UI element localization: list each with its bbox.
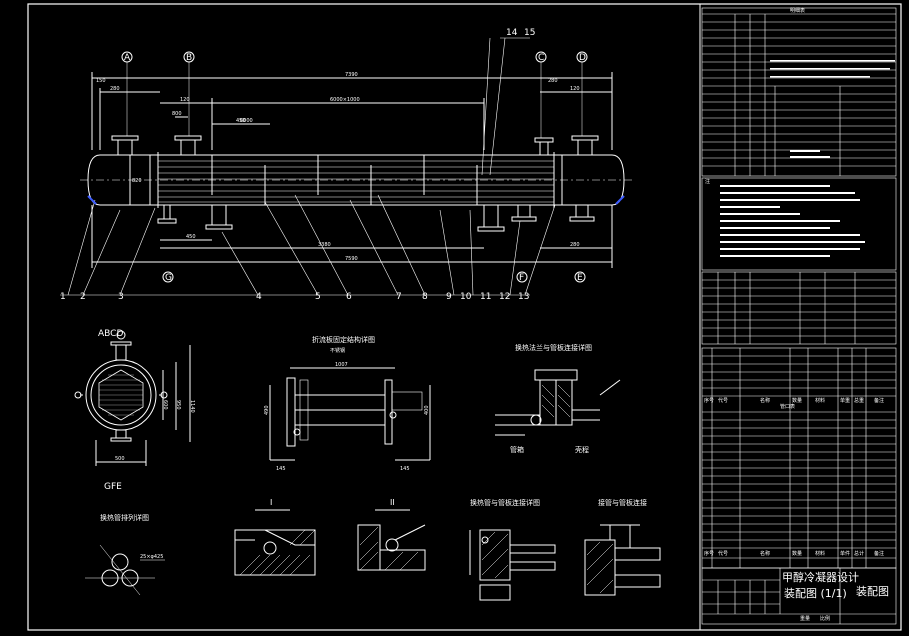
baffle-dim-left: 490 <box>264 405 270 415</box>
parts-header2-code: 代号 <box>718 550 728 557</box>
parts-header-name: 名称 <box>760 397 770 404</box>
weld-i-roman: I <box>270 498 272 507</box>
parts-header-remark: 备注 <box>874 397 884 404</box>
parts-header2-remark: 备注 <box>874 550 884 557</box>
part-number-4: 4 <box>256 292 262 302</box>
drawing-title-line1: 甲醇冷凝器设计 <box>782 570 859 584</box>
section-letters-top: ABCD <box>98 329 123 339</box>
part-number-15: 15 <box>524 28 535 38</box>
parts-header-qty: 数量 <box>792 397 802 404</box>
part-number-11: 11 <box>480 292 491 302</box>
part-number-8: 8 <box>422 292 428 302</box>
tube-sheet-detail <box>469 529 556 601</box>
note-header-2: 明细表 <box>790 7 805 14</box>
parts-header2-total: 总计 <box>854 550 864 557</box>
tube-layout-note: 25×φ425 <box>140 554 163 560</box>
part-number-6: 6 <box>346 292 352 302</box>
parts-header-mat: 材料 <box>815 397 825 404</box>
part-number-12: 12 <box>499 292 510 302</box>
section-view <box>74 330 191 466</box>
parts-header2-name: 名称 <box>760 550 770 557</box>
part-number-3: 3 <box>118 292 124 302</box>
baffle-dim-right: 400 <box>424 405 430 415</box>
weld-detail-ii <box>357 509 426 571</box>
dim-overall: 7390 <box>345 72 358 78</box>
parts-header2-mat: 材料 <box>815 550 825 557</box>
part-number-7: 7 <box>396 292 402 302</box>
weld-ii-roman: II <box>390 498 395 507</box>
part-number-2: 2 <box>80 292 86 302</box>
part-number-9: 9 <box>446 292 452 302</box>
dim-right-small: 280 <box>548 78 558 84</box>
section-dim-h2: 950 <box>175 400 181 410</box>
title-block <box>701 7 897 625</box>
tube-sheet-detail-title: 换热管与管板连接详图 <box>470 498 540 507</box>
weight-label: 重量 <box>800 615 810 622</box>
baffle-dim-br: 145 <box>400 466 410 472</box>
scale-label: 比例 <box>820 615 830 622</box>
flange-detail-title: 换热法兰与管板连接详图 <box>515 343 592 352</box>
part-number-5: 5 <box>315 292 321 302</box>
dim-foot-right: 280 <box>570 242 580 248</box>
flange-label-left: 管箱 <box>510 445 524 454</box>
parts-header2-unit: 单件 <box>840 550 850 557</box>
flange-detail <box>495 369 621 436</box>
dim-base-span: 3380 <box>318 242 331 248</box>
section-dim-height: 1140 <box>189 400 195 413</box>
nozzle-label-c: C <box>538 53 544 63</box>
section-dim-h3: 600 <box>162 400 168 410</box>
flange-label-right: 壳程 <box>575 445 589 454</box>
dim-vertical: 820 <box>132 178 142 184</box>
parts-header2-qty: 数量 <box>792 550 802 557</box>
baffle-detail-subtitle: 不锈钢 <box>330 347 345 354</box>
section-dim-width: 500 <box>115 456 125 462</box>
baffle-detail-title: 折流板固定结构详图 <box>312 335 375 344</box>
dim-mid-right: 120 <box>570 86 580 92</box>
notes-text-lines <box>720 60 895 257</box>
part-number-14: 14 <box>506 28 518 38</box>
weld-detail-i <box>234 509 316 576</box>
baffle-detail <box>269 367 431 461</box>
parts-header-total: 总重 <box>854 397 864 404</box>
main-elevation-view <box>60 37 632 296</box>
dim-left-small: 150 <box>96 78 106 84</box>
nozzle-label-d: D <box>579 53 586 63</box>
part-number-1: 1 <box>60 292 66 302</box>
dim-left-offset: 280 <box>110 86 120 92</box>
dim-bottom-total: 7590 <box>345 256 358 262</box>
part-number-10: 10 <box>460 292 472 302</box>
tube-layout-detail <box>85 544 165 596</box>
dim-foot-gap: 450 <box>186 234 196 240</box>
tube-layout-title: 换热管排列详图 <box>100 513 149 522</box>
outer-border <box>27 3 902 631</box>
nozzle-detail-title: 接管与管板连接 <box>598 498 647 507</box>
parts-header-no: 序号 <box>704 397 714 404</box>
drawing-name: 装配图 <box>856 585 889 598</box>
drawing-title-line2: 装配图 (1/1) <box>784 587 847 600</box>
dim-baffle: 450 <box>236 118 246 124</box>
dim-top-mid: 6000×1000 <box>330 97 360 103</box>
nozzle-label-b: B <box>186 53 192 63</box>
parts-header-code: 代号 <box>718 397 728 404</box>
nozzle-label-f: F <box>519 273 524 283</box>
dim-nozzle-span: 800 <box>172 111 182 117</box>
baffle-dim-top: 1007 <box>335 362 348 368</box>
dim-mid-left: 120 <box>180 97 190 103</box>
nozzle-label-a: A <box>124 53 131 63</box>
parts-header-unit: 单重 <box>840 397 850 404</box>
parts-subheader: 管口表 <box>780 403 795 410</box>
baffle-dim-bl: 145 <box>276 466 286 472</box>
part-number-13: 13 <box>518 292 529 302</box>
nozzle-label-e: E <box>577 273 583 283</box>
dim-tube-len: 6000 <box>240 118 253 124</box>
nozzle-label-g: G <box>165 273 172 283</box>
note-header-1: 注 <box>705 178 710 185</box>
parts-header2-no: 序号 <box>704 550 714 557</box>
nozzle-detail <box>584 524 661 596</box>
section-letters-bottom: GFE <box>104 482 122 492</box>
